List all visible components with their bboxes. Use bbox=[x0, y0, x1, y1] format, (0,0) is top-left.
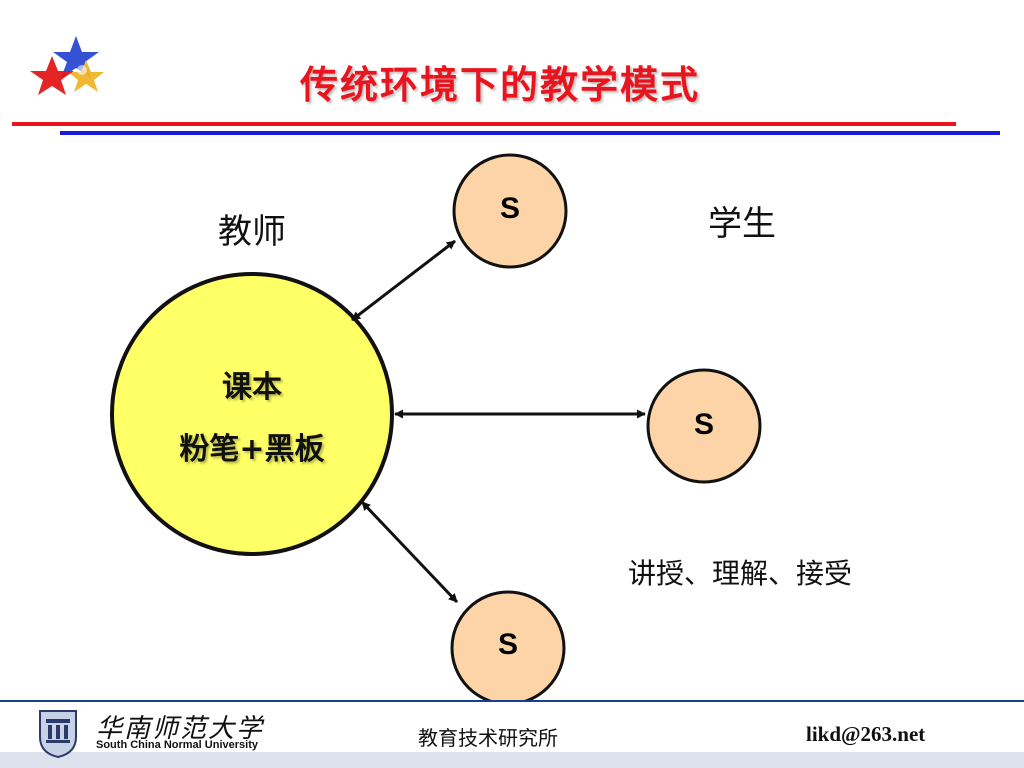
university-name-cn: 华南师范大学 bbox=[96, 714, 265, 744]
center-line-chalkboard: 粉笔+黑板 bbox=[179, 432, 325, 467]
student-node-3 bbox=[450, 590, 566, 700]
arrow-to-student-3 bbox=[360, 500, 459, 604]
student-node-1 bbox=[452, 153, 568, 269]
student-node-2 bbox=[646, 368, 762, 484]
teacher-label: 教师 bbox=[218, 212, 286, 252]
stars-logo-icon bbox=[30, 36, 104, 95]
university-crest-icon bbox=[39, 710, 77, 759]
university-name-en: South China Normal University bbox=[96, 739, 258, 751]
teaching-model-diagram bbox=[110, 153, 762, 700]
footer-band bbox=[0, 752, 1024, 768]
contact-email: likd@263.net bbox=[806, 722, 926, 746]
student-label: 学生 bbox=[708, 204, 776, 244]
teacher-resource-text: 课本 粉笔+黑板 bbox=[110, 357, 394, 481]
student-node-1-label: S bbox=[499, 192, 520, 225]
institute-name: 教育技术研究所 bbox=[418, 726, 558, 750]
student-node-2-label: S bbox=[693, 408, 714, 441]
arrow-to-student-1 bbox=[351, 239, 456, 322]
page-title: 传统环境下的教学模式 bbox=[300, 63, 701, 107]
title-divider-blue bbox=[60, 131, 1000, 135]
process-label: 讲授、理解、接受 bbox=[628, 557, 853, 590]
teacher-resource-circle bbox=[110, 272, 394, 556]
center-line-textbook: 课本 bbox=[222, 370, 282, 405]
student-node-3-label: S bbox=[497, 628, 518, 661]
title-divider-red bbox=[12, 122, 956, 126]
footer-divider bbox=[0, 700, 1024, 702]
